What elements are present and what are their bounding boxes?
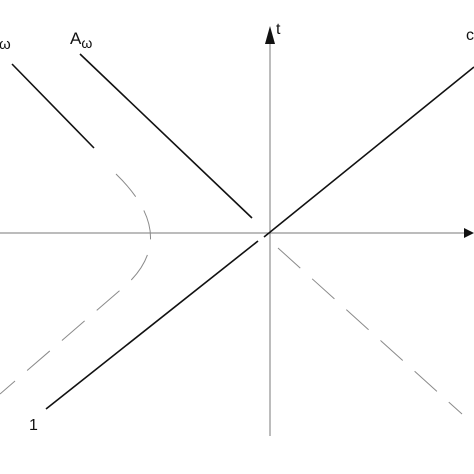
dashed-curve-left <box>0 173 151 395</box>
x-axis-arrow-icon <box>464 228 474 238</box>
label-a-omega-sub: ω <box>81 35 92 51</box>
label-omega-left: ω <box>0 36 11 53</box>
diagonal-line-1-lower <box>45 240 259 410</box>
label-a-omega: Aω <box>70 29 92 51</box>
omega-line-left <box>11 63 95 149</box>
dashed-continuation-right <box>277 247 463 415</box>
label-point-1: 1 <box>29 417 38 434</box>
label-right-partial: c <box>466 27 474 44</box>
label-a-omega-base: A <box>70 29 82 48</box>
t-axis-arrow-icon <box>265 26 275 44</box>
label-t-axis: t <box>276 21 281 38</box>
diagonal-line-1-upper <box>263 66 474 238</box>
a-omega-line <box>79 53 253 219</box>
